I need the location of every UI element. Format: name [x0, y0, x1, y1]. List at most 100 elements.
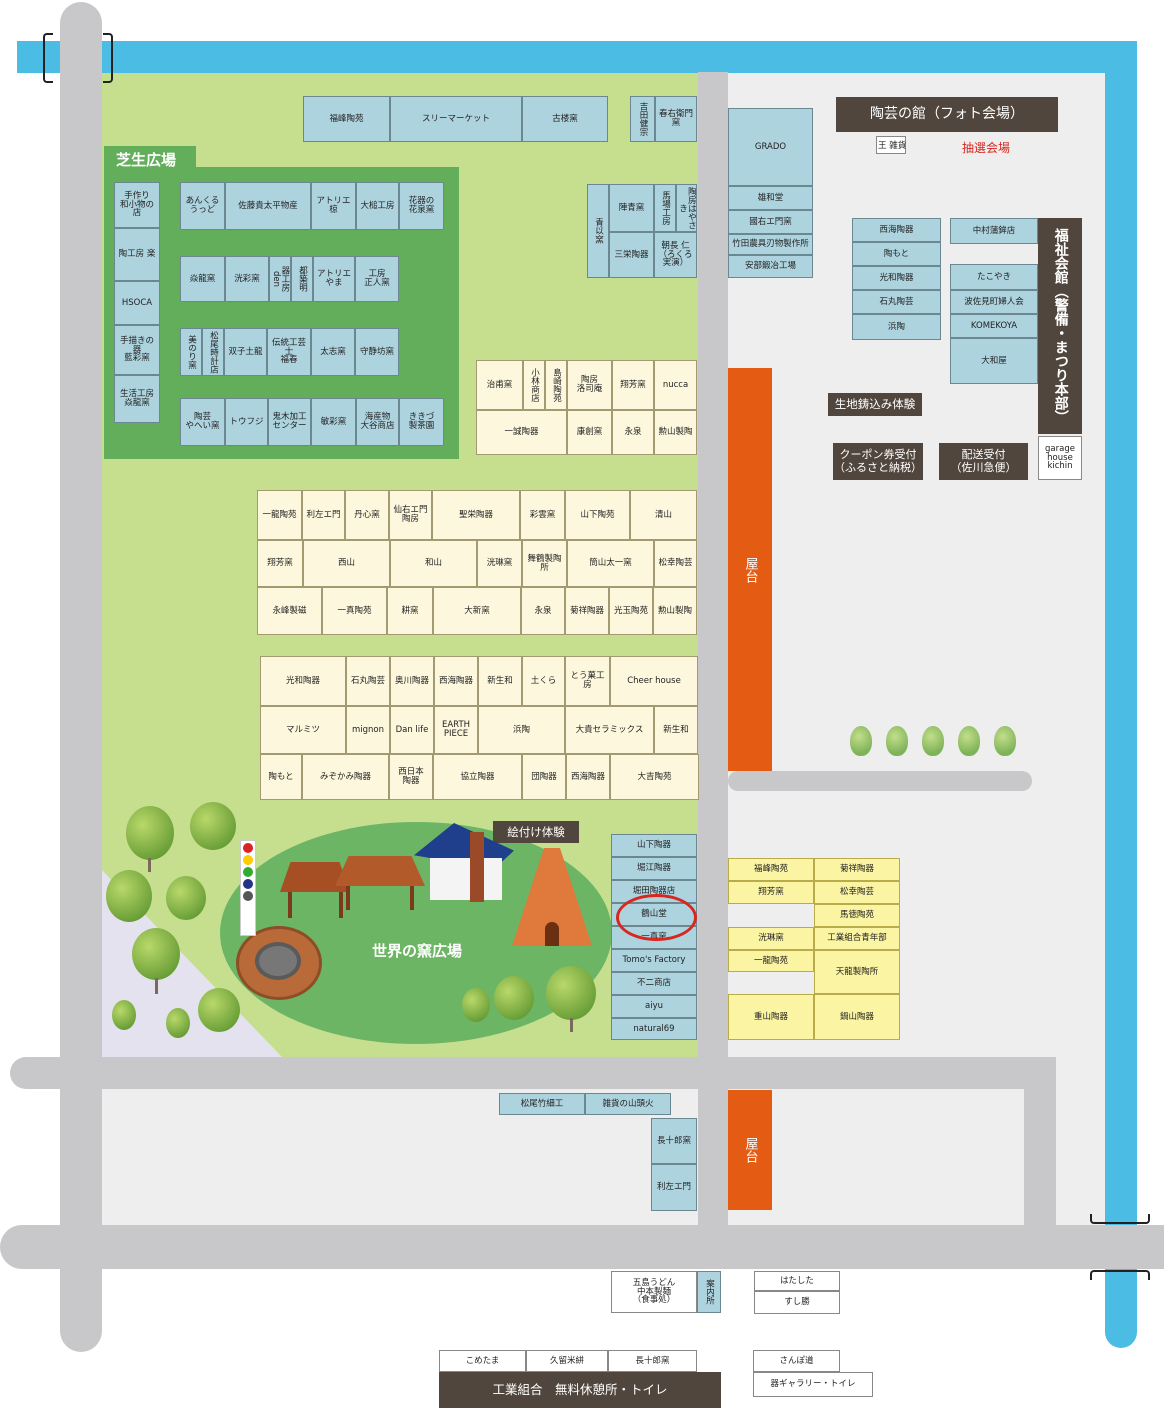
- stall-cr1r1-3: 仙右エ門 陶房: [389, 490, 432, 540]
- stall-cr2r1-1: 石丸陶芸: [346, 656, 390, 706]
- hut-base-2: [346, 886, 414, 910]
- stall-label: はたした: [780, 1275, 814, 1286]
- stall-label: 永泉: [534, 605, 552, 616]
- stall-cluster-0: 青以窯: [587, 184, 609, 278]
- stall-label: 長十郎窯: [635, 1355, 670, 1366]
- fire-pit-inner: [255, 942, 301, 980]
- stall-leftCol-4: 生活工房 焱龍窯: [114, 375, 160, 423]
- stall-mid1-4: 翔芳窯: [612, 360, 654, 410]
- signal-light-gray: [243, 891, 253, 901]
- stall-lower-1: 雑貨の山頭火: [585, 1093, 671, 1115]
- stall-label: 陶もと: [268, 771, 294, 782]
- stall-label: 西日本 陶器: [398, 767, 424, 786]
- stall-label: 花器の 花泉窯: [408, 196, 435, 215]
- stall-label: 大和屋: [981, 355, 1007, 366]
- shibafu-title: 芝生広場: [104, 146, 196, 172]
- stall-mid1-5: nucca: [654, 360, 697, 410]
- stall-label: 洸琳窯: [758, 933, 784, 944]
- stall-label: 手作り 和小物の店: [119, 190, 154, 219]
- stall-cr2r1-5: 土くら: [522, 656, 565, 706]
- stall-label: みぞかみ陶器: [319, 771, 371, 782]
- stall-kamaCol-0: 山下陶器: [611, 834, 697, 857]
- stall-label: 土くら: [530, 675, 557, 686]
- stall-label: 石丸陶芸: [350, 675, 385, 686]
- yatai-stall-lower: 屋台: [728, 1090, 772, 1210]
- stall-kamaCol-1: 堀江陶器: [611, 857, 697, 880]
- stall-mid1-1: 小林商店: [523, 360, 545, 410]
- stall-bottom-4: 久留米絣: [526, 1350, 608, 1372]
- stall-g3-0: 美のり窯: [180, 328, 202, 376]
- stall-yellow-10: 鍋山陶器: [814, 994, 900, 1040]
- stall-bottom-6: さんぽ道: [753, 1350, 840, 1372]
- stall-cr2r2-1: mignon: [346, 706, 390, 754]
- stall-label: Dan life: [395, 724, 429, 735]
- stall-yellow-3: 松幸陶芸: [814, 881, 900, 904]
- stall-label: 福峰陶苑: [329, 113, 364, 124]
- tree-icon: [546, 966, 596, 1020]
- stall-cluster-4: 三栄陶器: [609, 232, 654, 278]
- stall-kamaCol-7: aiyu: [611, 995, 697, 1018]
- stall-label: 仙右エ門 陶房: [393, 505, 428, 524]
- stall-cr2r3-0: 陶もと: [260, 754, 302, 800]
- hut-roof-1: [280, 862, 350, 892]
- stall-label: 石丸陶芸: [879, 296, 914, 307]
- stall-grado-3: 竹田農具刃物製作所: [728, 234, 813, 255]
- stall-cr2r2-5: 大貴セラミックス: [565, 706, 654, 754]
- tree-icon: [886, 726, 908, 756]
- stall-yellow-6: 工業組合青年部: [814, 927, 900, 950]
- stall-lower-2: 長十郎窯: [651, 1118, 697, 1164]
- tree-icon: [106, 870, 152, 922]
- stall-kamaCol-5: Tomo's Factory: [611, 949, 697, 972]
- stall-topRow-3: 吉田健宗: [630, 96, 655, 142]
- stall-hamaCol-1: 陶もと: [852, 242, 941, 266]
- stall-label: 耕窯: [401, 605, 419, 616]
- stall-label: 永峰製磁: [272, 605, 307, 616]
- stall-g3-4: 太志窯: [311, 328, 355, 376]
- stall-cr1r2-3: 洸琳窯: [477, 540, 522, 587]
- stall-yellow-7: 一龍陶苑: [728, 950, 814, 972]
- stall-label: 和山: [424, 558, 442, 569]
- stall-cr1r3-1: 一真陶苑: [322, 587, 387, 635]
- stall-label: natural69: [633, 1023, 675, 1034]
- stall-label: 美のり窯: [186, 335, 197, 369]
- stall-label: 大貴セラミックス: [575, 724, 644, 735]
- stall-hamaCol-0: 西海陶器: [852, 218, 941, 242]
- stall-cr2r1-6: とう菓工房: [565, 656, 610, 706]
- stall-cr1r2-6: 松幸陶芸: [654, 540, 697, 587]
- stall-g2-1: 洸彩窯: [225, 256, 269, 302]
- stall-label: 陶芸 やへい窯: [185, 412, 220, 431]
- stall-label: 安部鍛冶工場: [744, 261, 796, 272]
- garage-stall: garage house kichin: [1038, 436, 1082, 480]
- stall-label: 丹心窯: [354, 509, 380, 520]
- stall-mid1-7: 康創窯: [567, 410, 612, 455]
- stall-label: 伝統工芸士 福春: [271, 337, 306, 366]
- tree-icon: [198, 988, 240, 1032]
- stall-label: 五島うどん 中本製麺 （食事処）: [632, 1277, 676, 1306]
- stall-nakaCol-1: たこやき: [950, 264, 1038, 290]
- stall-cr2r3-5: 西海陶器: [566, 754, 610, 800]
- stall-bottom-2: すし勝: [754, 1291, 840, 1314]
- stall-yellow-1: 菊祥陶器: [814, 858, 900, 881]
- yatai-label: 屋台: [742, 556, 758, 583]
- stall-kamaCol-6: 不二商店: [611, 972, 697, 995]
- stall-nakaCol-3: KOMEKOYA: [950, 314, 1038, 338]
- stall-cr1r2-2: 和山: [390, 540, 477, 587]
- stall-g2-2: 器工房 den: [269, 256, 291, 302]
- stall-label: 波佐見町婦人会: [964, 296, 1024, 307]
- stall-cr1r1-2: 丹心窯: [345, 490, 389, 540]
- stall-topRow-2: 古楼窯: [522, 96, 608, 142]
- stall-mid1-9: 勲山製陶: [654, 410, 697, 455]
- stall-label: 双子土龍: [228, 346, 263, 357]
- tree-icon: [166, 876, 206, 920]
- stall-label: 洸琳窯: [486, 558, 513, 569]
- stall-label: 陣青窯: [618, 202, 645, 213]
- stall-label: HSOCA: [121, 297, 153, 308]
- stall-label: 松尾時計店: [208, 330, 219, 374]
- etsuke-label: 絵付け体験: [493, 821, 579, 843]
- tougei-hall-title: 陶芸の館（フォト会場）: [836, 97, 1058, 132]
- signal-light-red: [243, 843, 253, 853]
- stall-label: 不二商店: [636, 978, 671, 989]
- stall-cr2r2-0: マルミツ: [260, 706, 346, 754]
- stall-yellow-9: 重山陶器: [728, 994, 814, 1040]
- stall-label: 新生和: [663, 724, 689, 735]
